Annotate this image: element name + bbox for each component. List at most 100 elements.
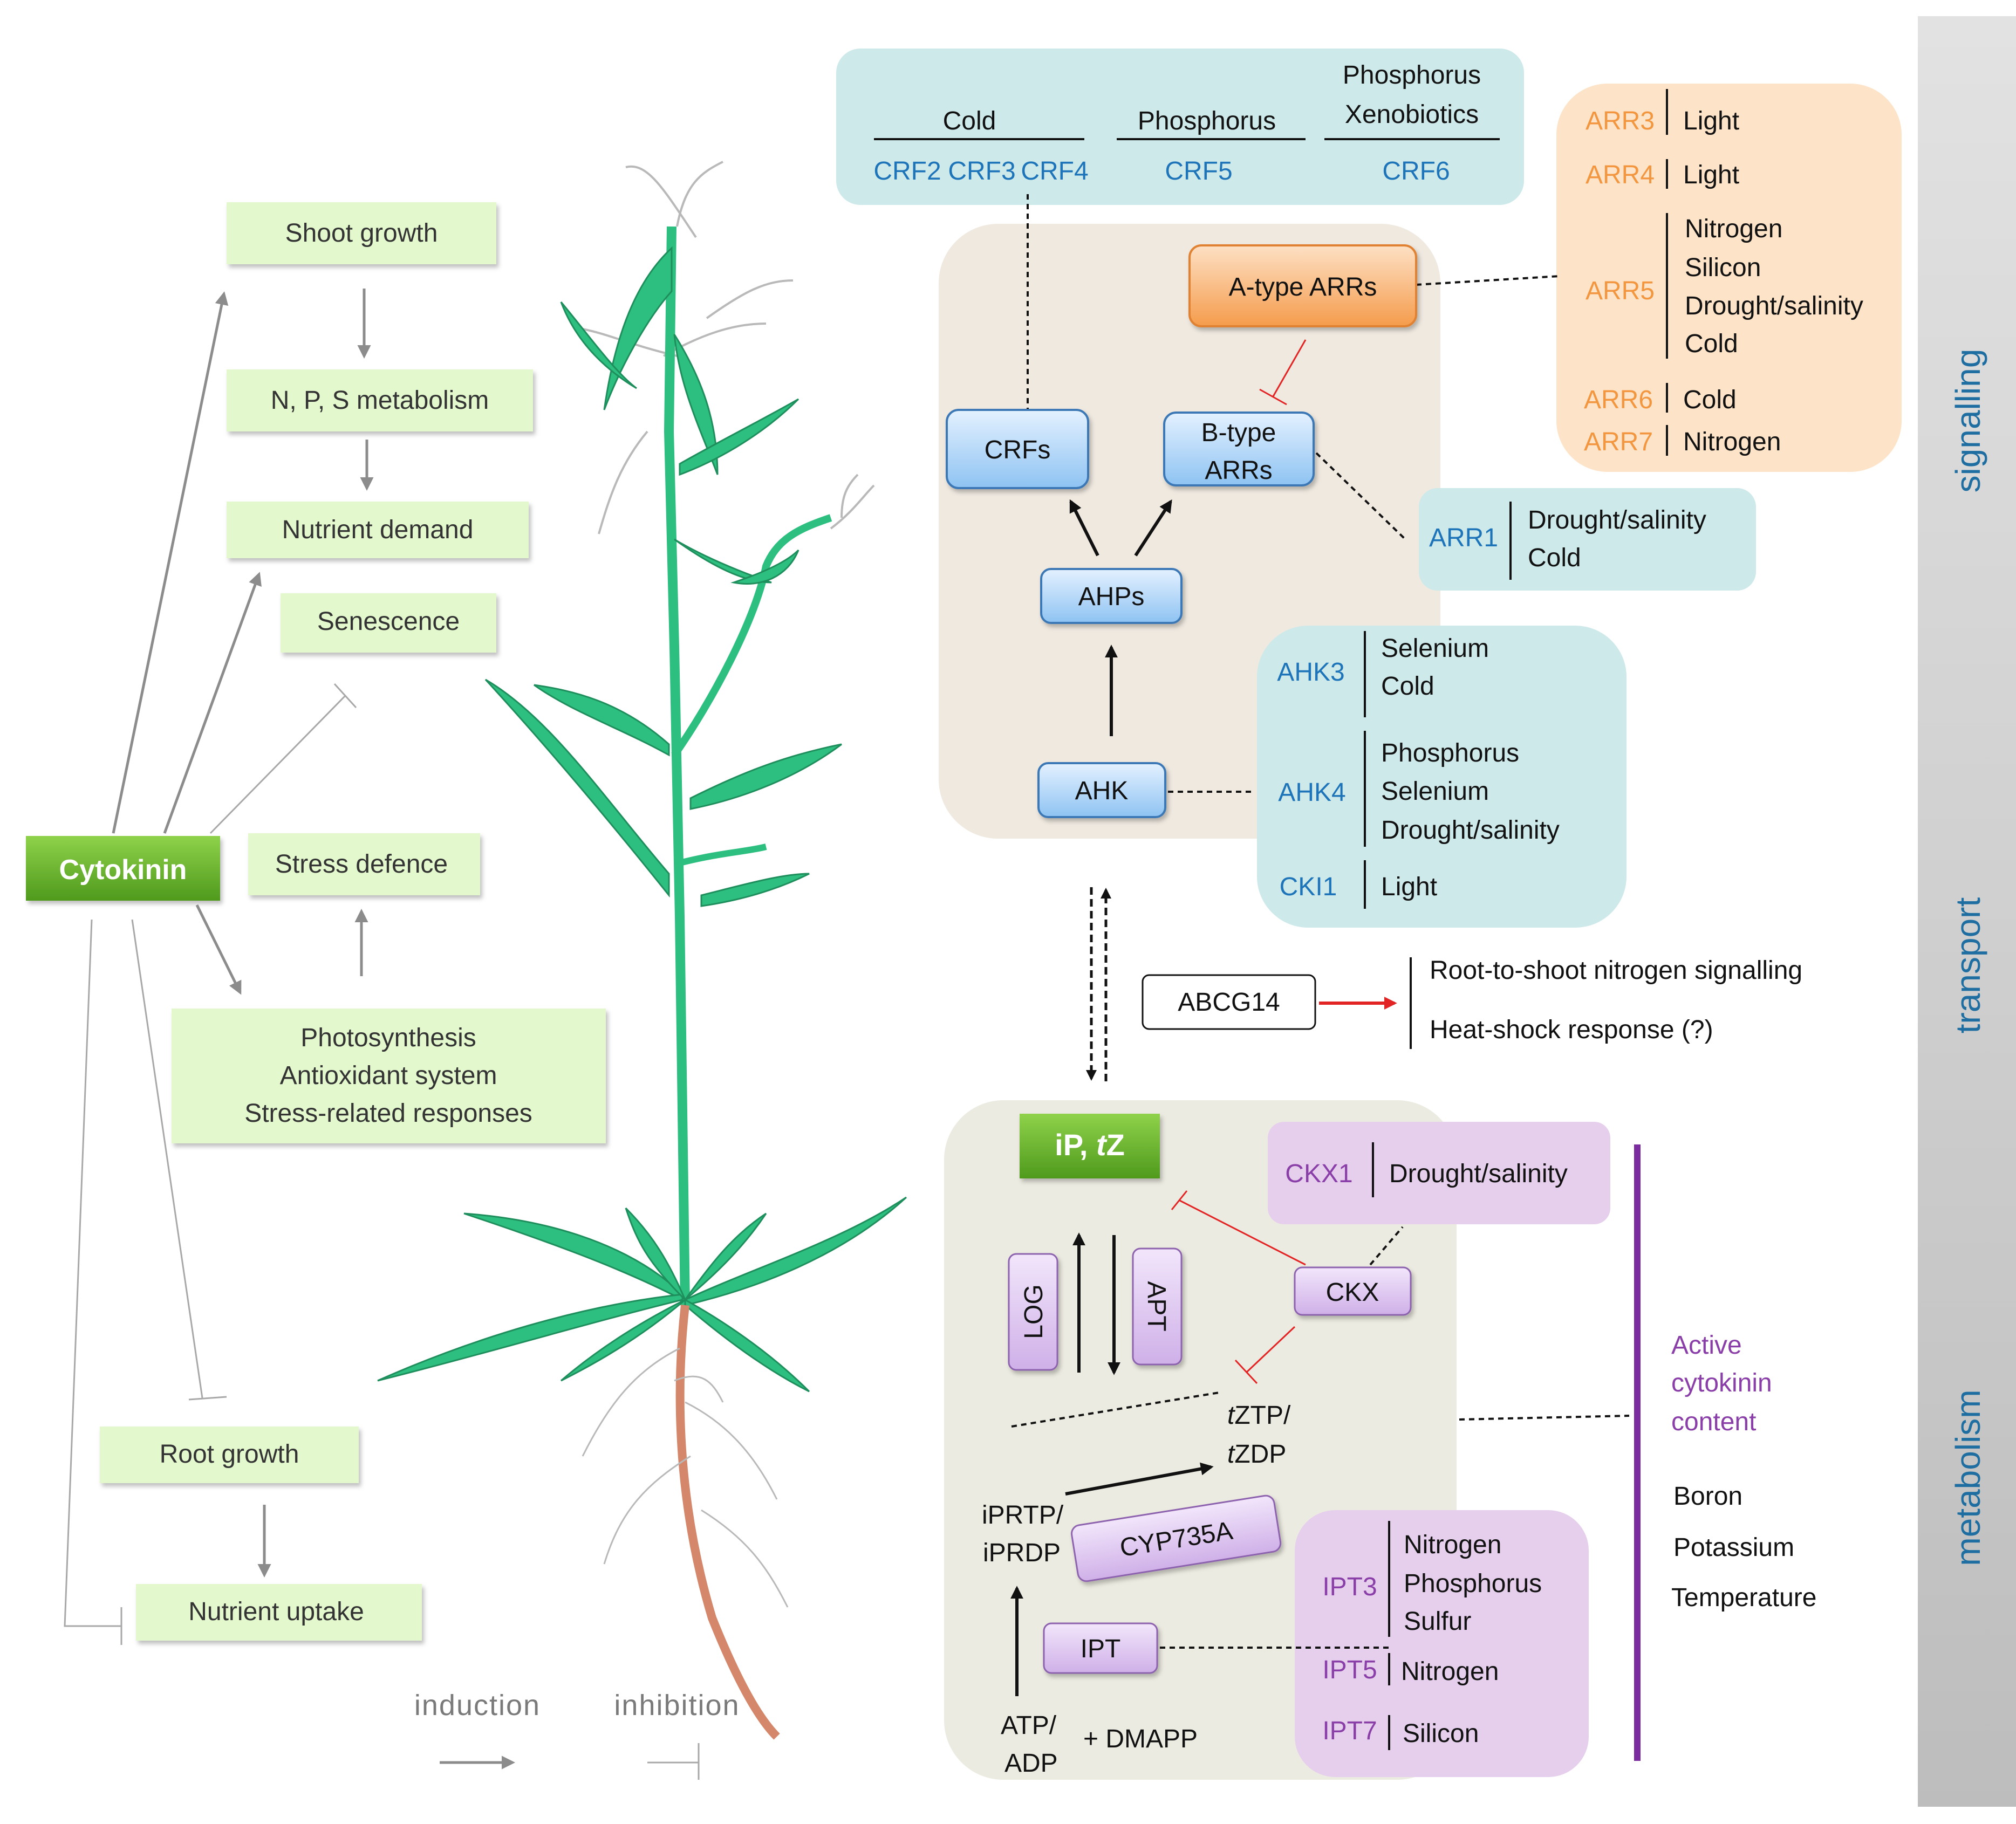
arabidopsis-plant-illustration <box>377 161 907 1740</box>
shoot-growth-label: Shoot growth <box>285 219 438 248</box>
arr-stress-panel: ARR3 Light ARR4 Light ARR5 Nitrogen Sili… <box>1556 84 1902 472</box>
ipt3-sulfur: Sulfur <box>1404 1607 1471 1636</box>
ahk3-label: AHK3 <box>1277 658 1344 687</box>
ipt5-label: IPT5 <box>1322 1656 1377 1684</box>
heat-shock-response-label: Heat-shock response (?) <box>1430 1016 1713 1044</box>
nutrient-demand-box <box>227 502 529 558</box>
ipt7-silicon: Silicon <box>1403 1719 1479 1748</box>
photosynthesis-box <box>172 1009 606 1143</box>
sidebar-metabolism-label: metabolism <box>1949 1389 1987 1566</box>
arrs-label: ARRs <box>1205 456 1272 485</box>
arr1-cold: Cold <box>1528 544 1581 572</box>
crfs-node <box>946 409 1089 489</box>
root-growth-label: Root growth <box>160 1440 299 1469</box>
b-type-arrs-node <box>1163 412 1315 486</box>
ckx1-label: CKX1 <box>1285 1160 1352 1188</box>
stress-defence-box <box>248 833 480 895</box>
crfs-label: CRFs <box>985 436 1051 464</box>
log-node <box>1008 1253 1058 1371</box>
cytokinin-box <box>26 836 220 901</box>
b-type-label: B-type <box>1201 419 1276 447</box>
temperature-label: Temperature <box>1671 1583 1816 1612</box>
ckx-label: CKX <box>1326 1278 1379 1307</box>
nutrient-uptake-label: Nutrient uptake <box>188 1597 364 1626</box>
arr6-cold: Cold <box>1683 386 1737 414</box>
arr4-label: ARR4 <box>1586 161 1655 189</box>
cytokinin-effects: Shoot growth N, P, S metabolism Nutrient… <box>26 202 606 1645</box>
ipt-stress-panel: IPT3 Nitrogen Phosphorus Sulfur IPT5 Nit… <box>1295 1510 1589 1777</box>
arr1-stress-panel: ARR1 Drought/salinity Cold <box>1419 488 1756 591</box>
cki1-light: Light <box>1381 873 1437 901</box>
content-label: content <box>1671 1408 1756 1436</box>
antioxidant-system-label: Antioxidant system <box>280 1061 497 1090</box>
arr7-label: ARR7 <box>1584 428 1653 456</box>
arr3-label: ARR3 <box>1586 107 1655 135</box>
crf-xenobiotics-label: Xenobiotics <box>1345 100 1479 129</box>
ckx-inhibits-tztp <box>1245 1326 1296 1374</box>
cki1-label: CKI1 <box>1280 873 1337 901</box>
ahps-to-b-type-arrow <box>1134 499 1172 557</box>
atp-label: ATP/ <box>1001 1711 1057 1740</box>
tzdp-label: tZDP <box>1227 1440 1286 1469</box>
active-label: Active <box>1671 1331 1742 1360</box>
ipt3-label: IPT3 <box>1322 1573 1377 1601</box>
ipt7-label: IPT7 <box>1322 1717 1377 1745</box>
tztp-label: tZTP/ <box>1227 1401 1291 1430</box>
dmapp-label: + DMAPP <box>1083 1725 1198 1753</box>
ip-tz-label: iP, tZ <box>1055 1128 1125 1162</box>
crf3-label: CRF3 <box>948 157 1015 186</box>
cytokinin-content-label: cytokinin <box>1671 1369 1772 1397</box>
crf-cold-label: Cold <box>943 107 996 135</box>
a-type-arrs-node <box>1188 244 1417 327</box>
senescence-label: Senescence <box>317 607 460 636</box>
ahk4-selenium: Selenium <box>1381 777 1489 806</box>
ahk-node <box>1037 762 1166 818</box>
stress-defence-label: Stress defence <box>275 850 448 879</box>
legend-induction-label: induction <box>414 1689 541 1722</box>
iprtp-to-tztp-arrow <box>1065 1462 1214 1496</box>
ipt3-phosphorus: Phosphorus <box>1404 1569 1542 1598</box>
ahk4-drought-salinity: Drought/salinity <box>1381 816 1560 845</box>
boron-label: Boron <box>1673 1482 1742 1511</box>
ckx-node <box>1294 1266 1412 1316</box>
ahps-label: AHPs <box>1078 582 1145 611</box>
photosynthesis-label: Photosynthesis <box>300 1024 476 1052</box>
crf-phosphorus-label-2: Phosphorus <box>1343 61 1481 90</box>
iprtp-label: iPRTP/ <box>982 1501 1064 1530</box>
cytokinin-label: Cytokinin <box>59 854 187 886</box>
ahk3-selenium: Selenium <box>1381 634 1489 663</box>
sidebar: signalling transport metabolism <box>1918 16 2016 1807</box>
root-growth-box <box>100 1427 359 1483</box>
shoot-growth-box <box>227 202 496 264</box>
log-label: LOG <box>1020 1284 1048 1339</box>
stress-related-responses-label: Stress-related responses <box>244 1099 532 1128</box>
arr1-label: ARR1 <box>1429 524 1498 552</box>
legend: induction inhibition <box>414 1689 739 1780</box>
abcg14-node <box>1142 974 1316 1030</box>
ahk4-label: AHK4 <box>1278 778 1345 807</box>
ahk4-phosphorus: Phosphorus <box>1381 739 1519 767</box>
ipt-label: IPT <box>1081 1635 1121 1663</box>
a-type-inhibits-b-type <box>1272 339 1307 397</box>
arr5-silicon: Silicon <box>1685 253 1761 282</box>
senescence-box <box>281 593 496 653</box>
signalling-pathway: A-type ARRs CRFs B-type ARRs AHPs AHK <box>946 194 1560 818</box>
ahk3-cold: Cold <box>1381 672 1434 701</box>
arr6-label: ARR6 <box>1584 386 1653 414</box>
arr5-cold: Cold <box>1685 330 1738 358</box>
ip-tz-node <box>1020 1114 1160 1178</box>
inhibition-lines <box>64 683 357 1645</box>
apt-node <box>1132 1247 1183 1366</box>
cyp735a-node <box>1071 1494 1282 1582</box>
crf4-label: CRF4 <box>1021 157 1088 186</box>
crf-phosphorus-label: Phosphorus <box>1138 107 1276 135</box>
ckx1-drought-salinity: Drought/salinity <box>1389 1160 1568 1188</box>
root-to-shoot-signalling-label: Root-to-shoot nitrogen signalling <box>1430 956 1802 985</box>
ipt-node <box>1043 1622 1158 1674</box>
ahps-to-crfs-arrow <box>1069 499 1099 557</box>
ckx-inhibits-ip-tz <box>1178 1199 1306 1266</box>
sidebar-signalling-label: signalling <box>1949 349 1987 493</box>
crf2-label: CRF2 <box>873 157 941 186</box>
iprdp-label: iPRDP <box>983 1539 1061 1567</box>
sidebar-transport-label: transport <box>1949 897 1987 1034</box>
